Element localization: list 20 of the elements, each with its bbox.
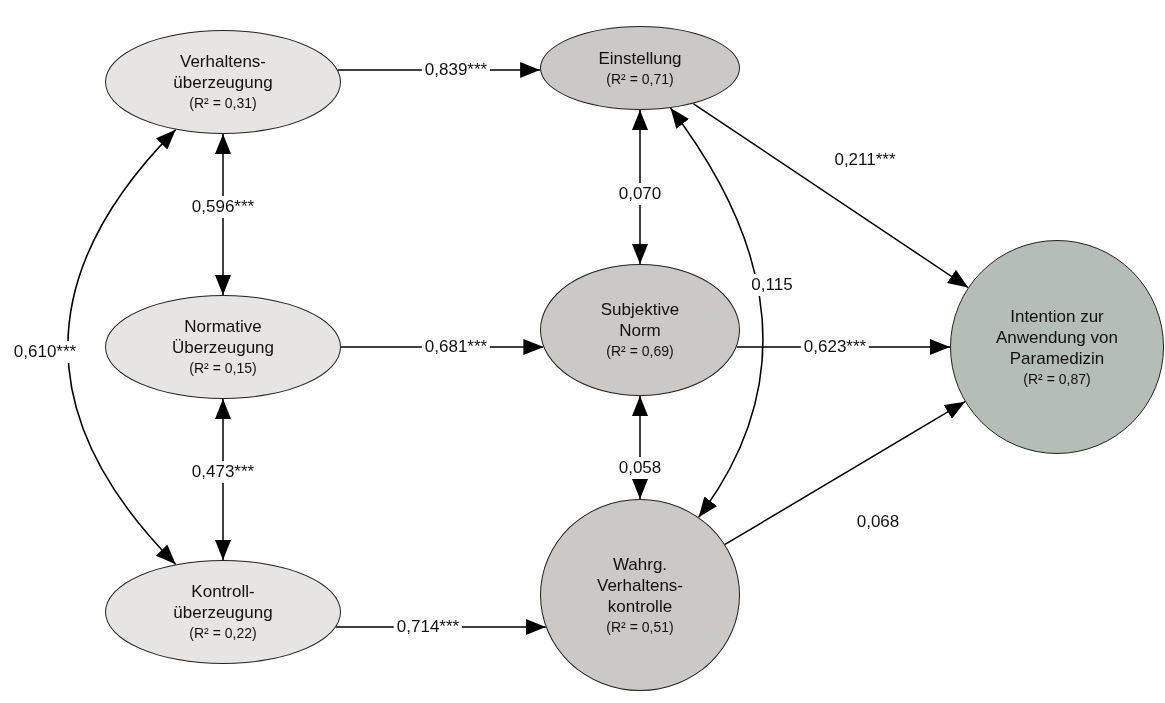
arrow (215, 398, 231, 561)
r-squared-value: (R² = 0,87) (1023, 369, 1091, 389)
r-squared-value: (R² = 0,31) (189, 94, 257, 113)
construct-name: Intention zur Anwendung von Paramedizin (995, 305, 1119, 369)
arrow (692, 102, 969, 289)
r-squared-value: (R² = 0,69) (606, 342, 674, 361)
construct-name: Wahrg. Verhaltens- kontrolle (596, 553, 684, 617)
construct-name: Einstellung (598, 47, 682, 69)
arrow (67, 128, 177, 566)
construct-name: Kontroll- überzeugung (172, 581, 274, 623)
construct-name: Verhaltens- überzeugung (172, 51, 274, 93)
r-squared-value: (R² = 0,22) (189, 624, 257, 643)
arrow (632, 109, 648, 265)
construct-name: Subjektive Norm (599, 299, 681, 341)
construct-name: Normative Überzeugung (170, 316, 276, 358)
arrow (215, 133, 231, 296)
r-squared-value: (R² = 0,51) (606, 617, 674, 637)
arrow (724, 400, 966, 546)
r-squared-value: (R² = 0,15) (189, 359, 257, 378)
r-squared-value: (R² = 0,71) (606, 69, 674, 89)
